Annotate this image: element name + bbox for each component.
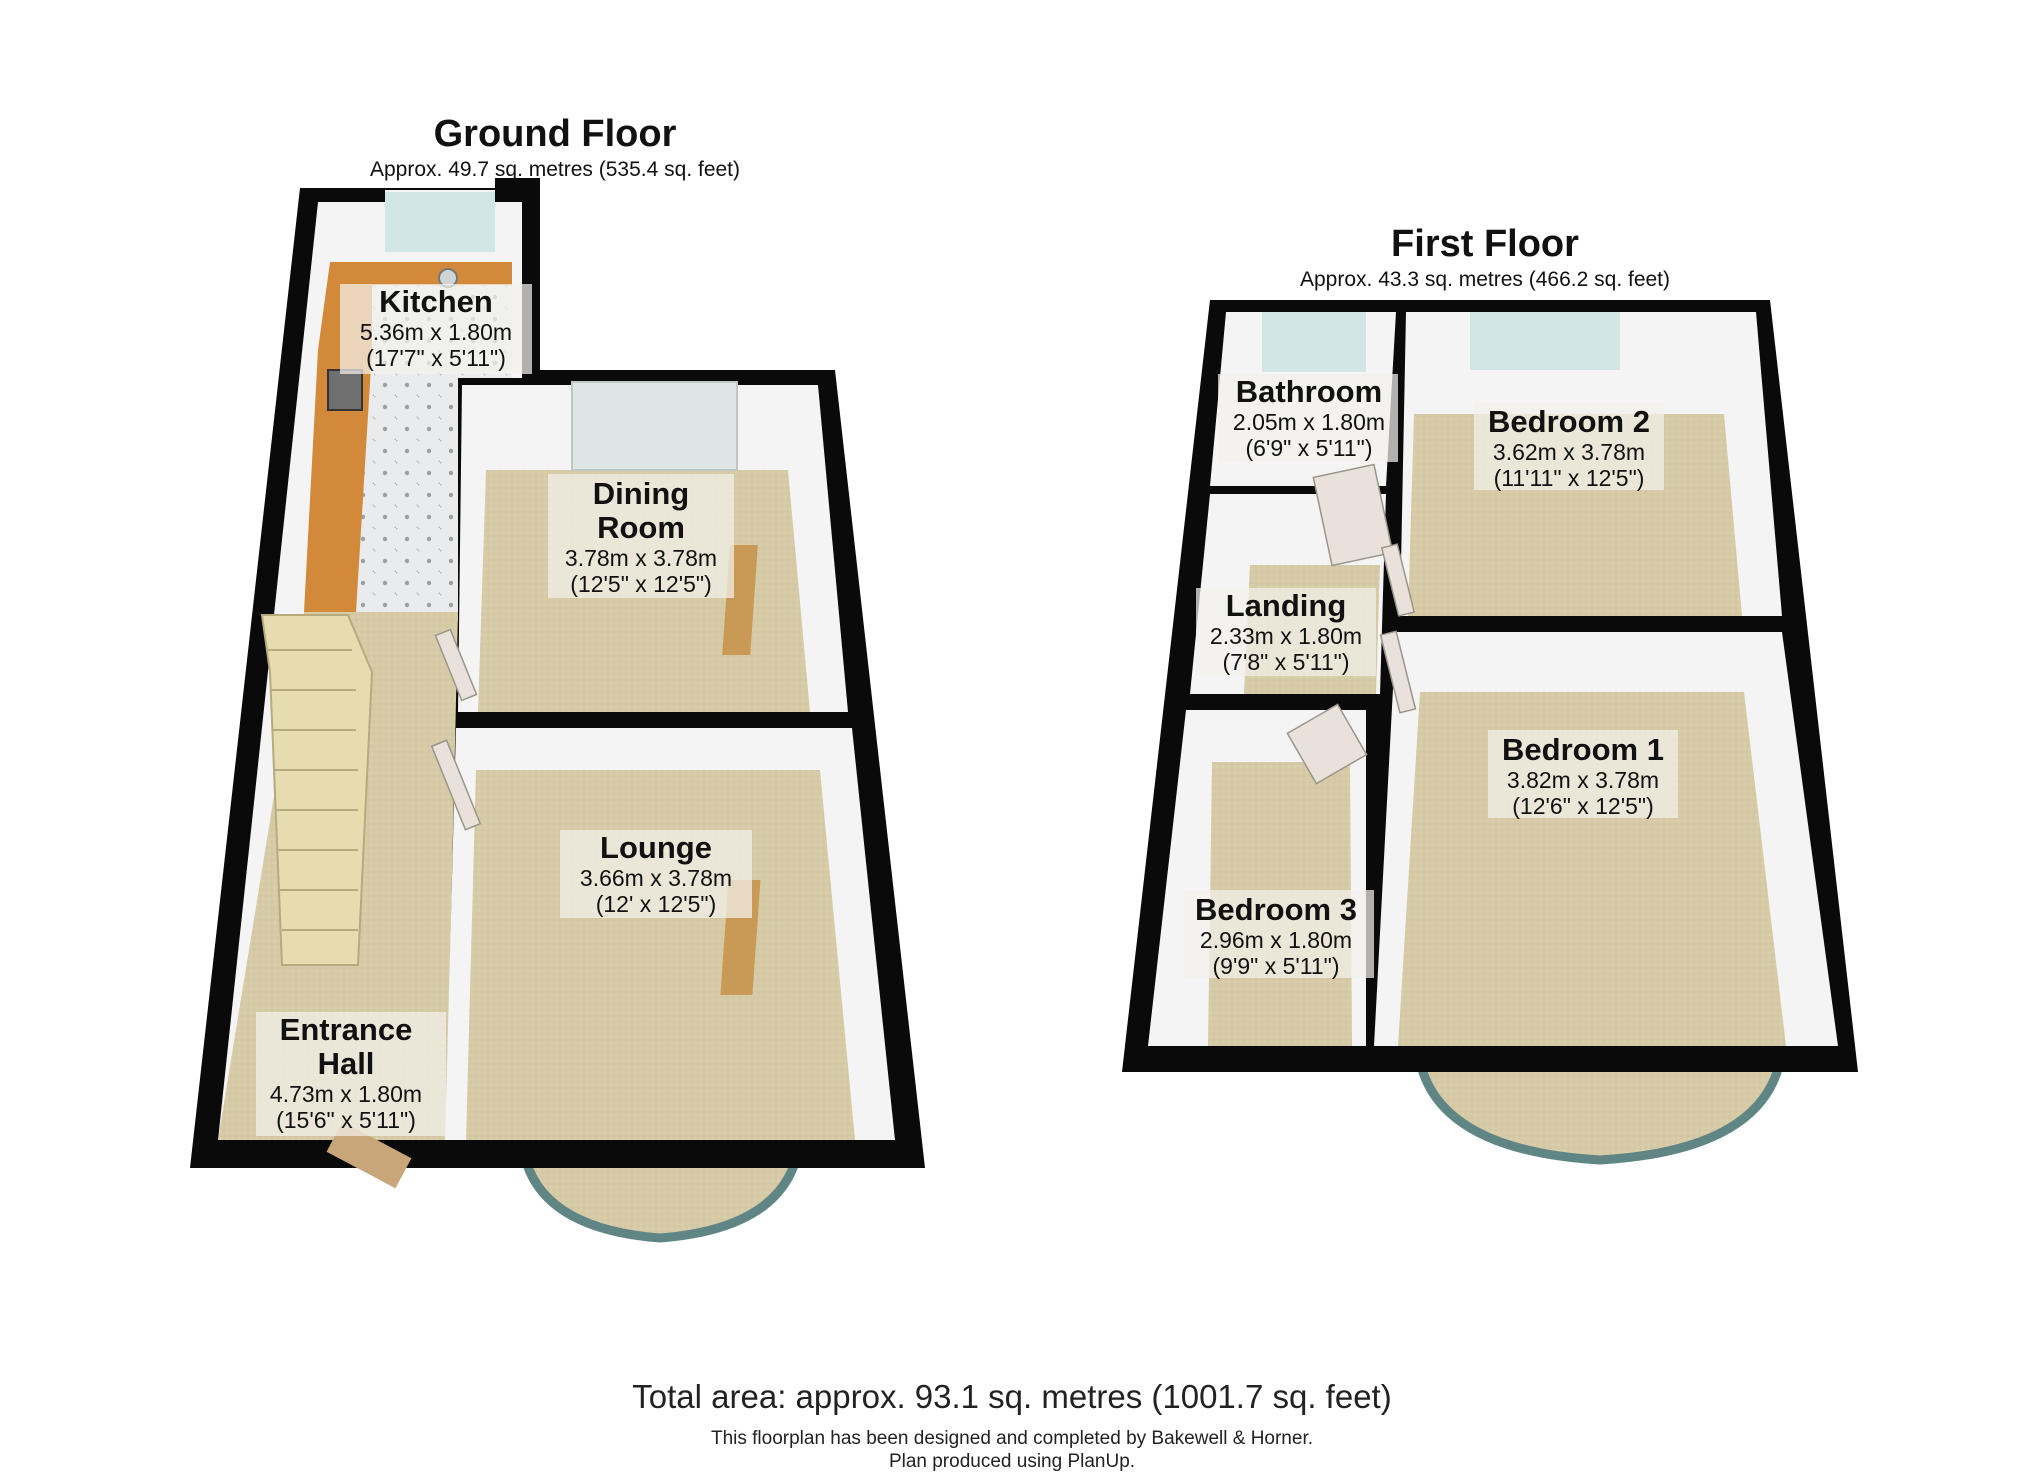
bedroom1-door [1379,630,1417,714]
dining-room-name-line1: Dining [593,476,689,511]
lounge-floor [466,770,855,1140]
bedroom2-metric: 3.62m x 3.78m [1493,439,1645,465]
bedroom2-door [1380,543,1416,617]
first-floor-area: Approx. 43.3 sq. metres (466.2 sq. feet) [1300,268,1670,291]
bedroom3-door [1286,703,1368,785]
plan-footer: Total area: approx. 93.1 sq. metres (100… [632,1378,1391,1472]
landing-name: Landing [1226,588,1347,623]
bathroom-window [1262,312,1366,372]
total-area: Total area: approx. 93.1 sq. metres (100… [632,1378,1391,1415]
dining-room-metric: 3.78m x 3.78m [565,545,717,571]
bedroom1-imperial: (12'6" x 12'5") [1512,793,1653,819]
ground-floor-title: Ground Floor [434,113,677,155]
bedroom3-label: Bedroom 3 2.96m x 1.80m (9'9" x 5'11") [1184,890,1374,979]
kitchen-metric: 5.36m x 1.80m [360,319,512,345]
first-floor-plan [1122,300,1858,1165]
dining-room-name-line2: Room [597,510,685,545]
credit-line-2: Plan produced using PlanUp. [889,1451,1135,1472]
bedroom1-name: Bedroom 1 [1502,732,1664,767]
bedroom2-imperial: (11'11" x 12'5") [1494,465,1645,491]
dining-door [434,628,478,702]
entrance-hall-imperial: (15'6" x 5'11") [276,1107,416,1133]
landing-label: Landing 2.33m x 1.80m (7'8" x 5'11") [1196,588,1376,676]
bathroom-door [1312,463,1394,567]
entrance-hall-metric: 4.73m x 1.80m [270,1081,422,1107]
bathroom-metric: 2.05m x 1.80m [1233,409,1385,435]
ground-floor-header: Ground Floor Approx. 49.7 sq. metres (53… [370,113,740,181]
bathroom-name: Bathroom [1236,374,1382,409]
lounge-name: Lounge [600,830,712,865]
bedroom2-window [1470,312,1620,370]
bathroom-imperial: (6'9" x 5'11") [1246,435,1373,461]
bedroom1-label: Bedroom 1 3.82m x 3.78m (12'6" x 12'5") [1488,730,1678,819]
credit-line-1: This floorplan has been designed and com… [711,1428,1313,1449]
landing-imperial: (7'8" x 5'11") [1223,649,1350,675]
kitchen-window [385,192,495,252]
dining-patio-doors [571,381,738,471]
bathroom-label: Bathroom 2.05m x 1.80m (6'9" x 5'11") [1218,374,1398,462]
ground-floor-plan [190,178,925,1243]
first-floor-title: First Floor [1391,223,1579,265]
landing-metric: 2.33m x 1.80m [1210,623,1362,649]
staircase [260,614,374,966]
bedroom1-metric: 3.82m x 3.78m [1507,767,1659,793]
entrance-hall-name-line1: Entrance [280,1012,413,1047]
dining-room-label: Dining Room 3.78m x 3.78m (12'5" x 12'5"… [548,474,734,598]
first-floor-header: First Floor Approx. 43.3 sq. metres (466… [1300,223,1670,291]
hob-icon [327,369,363,411]
front-door [326,1121,412,1189]
kitchen-label: Kitchen 5.36m x 1.80m (17'7" x 5'11") [340,284,532,374]
lounge-imperial: (12' x 12'5") [596,891,717,917]
bedroom1-bay-window [1412,1045,1788,1165]
bedroom3-name: Bedroom 3 [1195,892,1357,927]
bedroom2-label: Bedroom 2 3.62m x 3.78m (11'11" x 12'5") [1474,402,1664,491]
bedroom3-imperial: (9'9" x 5'11") [1213,953,1340,979]
kitchen-name: Kitchen [379,284,493,319]
ground-floor-area: Approx. 49.7 sq. metres (535.4 sq. feet) [370,158,740,181]
lounge-label: Lounge 3.66m x 3.78m (12' x 12'5") [560,830,752,918]
bedroom2-name: Bedroom 2 [1488,404,1650,439]
bedroom3-metric: 2.96m x 1.80m [1200,927,1352,953]
lounge-door [430,739,482,831]
entrance-hall-label: Entrance Hall 4.73m x 1.80m (15'6" x 5'1… [256,1012,446,1136]
lounge-metric: 3.66m x 3.78m [580,865,732,891]
entrance-hall-name-line2: Hall [318,1046,375,1081]
kitchen-imperial: (17'7" x 5'11") [366,345,506,371]
dining-room-imperial: (12'5" x 12'5") [570,571,711,597]
